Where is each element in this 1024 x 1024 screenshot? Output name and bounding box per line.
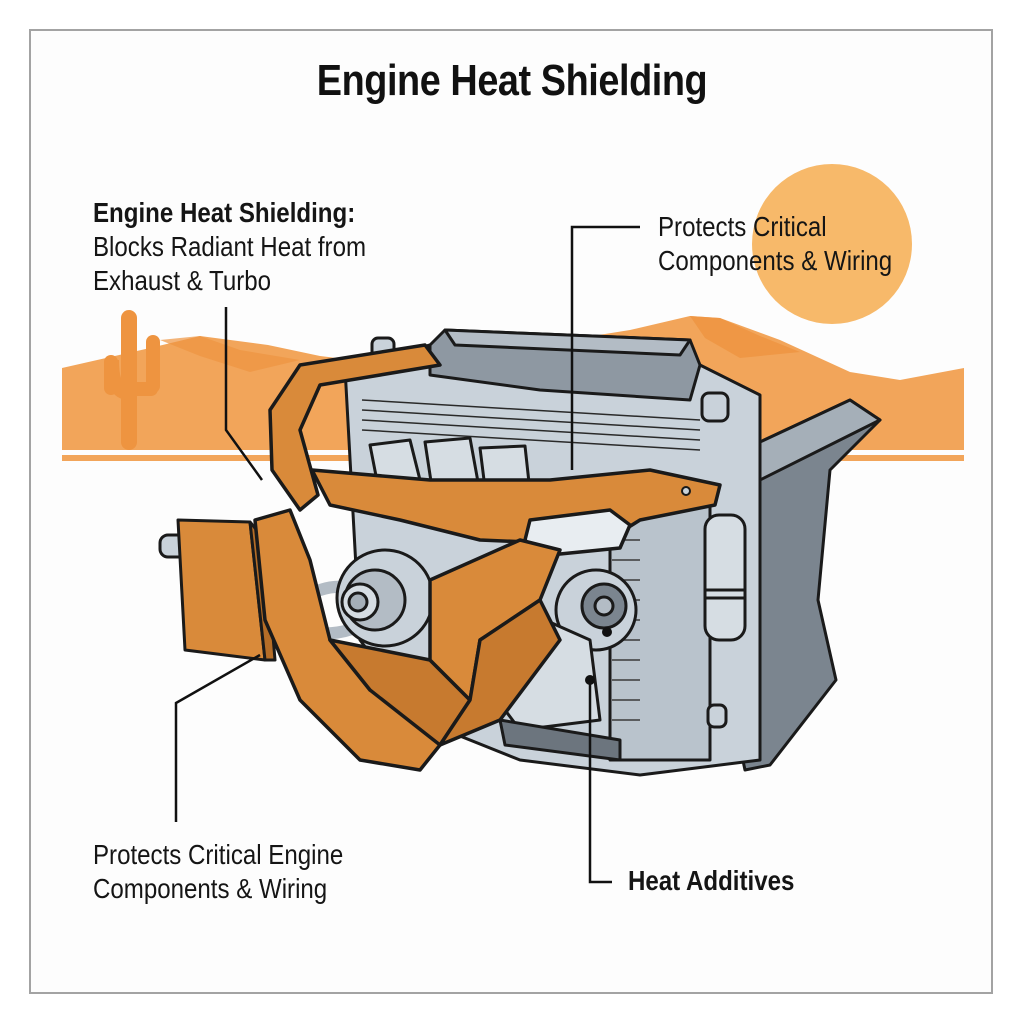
callout-line: Blocks Radiant Heat from (93, 231, 367, 262)
leader-lines (174, 225, 640, 884)
callout-line: Components & Wiring (93, 873, 328, 904)
callout-heading: Engine Heat Shielding: (93, 197, 356, 228)
callout-line: Components & Wiring (658, 245, 893, 276)
sun-icon (752, 164, 912, 324)
callout-line: Heat Additives (628, 865, 795, 896)
callout-heat-additives: Heat Additives (628, 864, 794, 898)
callout-line: Exhaust & Turbo (93, 265, 272, 296)
heat-shield-cage (253, 343, 722, 772)
anchor-dot (585, 675, 595, 685)
leader-line-bottom-left (174, 653, 261, 822)
cactus-icon (104, 310, 160, 450)
callout-heat-shielding: Engine Heat Shielding: Blocks Radiant He… (93, 196, 366, 298)
callout-line: Protects Critical Engine (93, 839, 344, 870)
cap-icon (706, 703, 728, 729)
diagram-title: Engine Heat Shielding (316, 56, 708, 105)
leader-line-top-left (224, 307, 264, 481)
anchor-dot (602, 627, 612, 637)
leader-line-top-right (570, 225, 640, 470)
coolant-canister (703, 513, 747, 642)
cap-icon (700, 391, 730, 423)
leader-line-bottom-right (588, 680, 612, 884)
callout-line: Protects Critical (658, 211, 827, 242)
callout-protects-components: Protects Critical Components & Wiring (658, 210, 892, 278)
callout-protects-engine-components: Protects Critical Engine Components & Wi… (93, 838, 343, 906)
